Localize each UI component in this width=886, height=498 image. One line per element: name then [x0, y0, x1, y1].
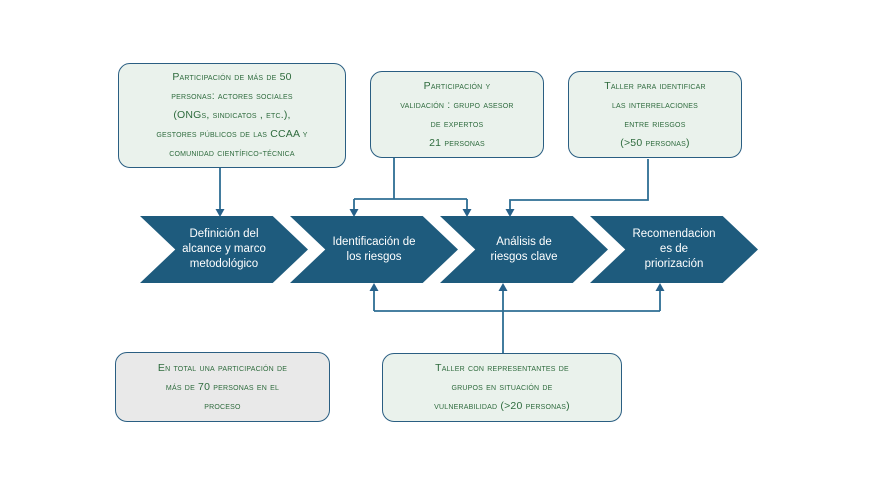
text-line: (>50 personas) [620, 136, 690, 149]
text-line: proceso [204, 399, 241, 412]
text-line: entre riesgos [624, 117, 686, 130]
text-line: grupos en situación de [451, 381, 553, 393]
text-line: Recomendacion [632, 228, 716, 240]
text-line: más de 70 personas en el [165, 380, 280, 393]
text-line: validación : grupo asesor [400, 98, 514, 111]
text-line: riesgos clave [490, 250, 558, 263]
connector-box2-steps [353, 158, 468, 209]
text-line: Análisis de [496, 235, 552, 248]
connector-box5-steps [373, 291, 661, 353]
arrow-down-step3-left [462, 209, 472, 217]
text-line: Taller para identificar [604, 79, 706, 92]
callout-participants-50: Participación de más de 50 personas: act… [118, 63, 346, 168]
callout-expert-group: Participación y validación : grupo aseso… [370, 71, 544, 158]
text-line: gestores públicos de las CCAA y [156, 128, 308, 140]
text-line: En total una participación de [157, 361, 288, 374]
text-line: (ONGs, sindicatos , etc.), [173, 109, 291, 121]
text-line: de expertos [430, 117, 484, 130]
connector-box3-step3 [509, 159, 649, 209]
arrow-up-step4 [655, 283, 665, 291]
text-line: Definición del [189, 228, 259, 240]
text-line: los riesgos [346, 250, 402, 263]
process-step-analisis: Análisis de riesgos clave [440, 216, 608, 283]
text-line: alcance y marco [182, 243, 266, 255]
text-line: Participación y [423, 79, 491, 92]
arrow-up-step3 [498, 283, 508, 291]
process-step-definicion: Definición del alcance y marco metodológ… [140, 216, 308, 283]
arrow-down-step1 [215, 209, 225, 217]
process-step-recomendaciones: Recomendacion es de priorización [590, 216, 758, 283]
callout-interrelations-workshop: Taller para identificar las interrelacio… [568, 71, 742, 158]
text-line: las interrelaciones [611, 98, 699, 111]
text-line: 21 personas [429, 136, 485, 149]
text-line: comunidad científico-técnica [169, 147, 295, 159]
text-line: vulnerabilidad (>20 personas) [434, 400, 570, 412]
text-line: Taller con representantes de [435, 362, 569, 374]
callout-total-participation: En total una participación de más de 70 … [115, 352, 330, 422]
process-step-identificacion: Identificación de los riesgos [290, 216, 458, 283]
callout-vulnerability-workshop: Taller con representantes de grupos en s… [382, 353, 622, 422]
arrow-up-step2 [369, 283, 379, 291]
text-line: personas: actores sociales [171, 90, 293, 102]
arrow-down-step2 [349, 209, 359, 217]
text-line: es de [659, 243, 689, 255]
text-line: Identificación de [332, 235, 416, 248]
text-line: metodológico [189, 258, 259, 270]
text-line: Participación de más de 50 [172, 71, 292, 83]
arrow-down-step3-right [505, 209, 515, 217]
text-line: priorización [644, 258, 704, 270]
